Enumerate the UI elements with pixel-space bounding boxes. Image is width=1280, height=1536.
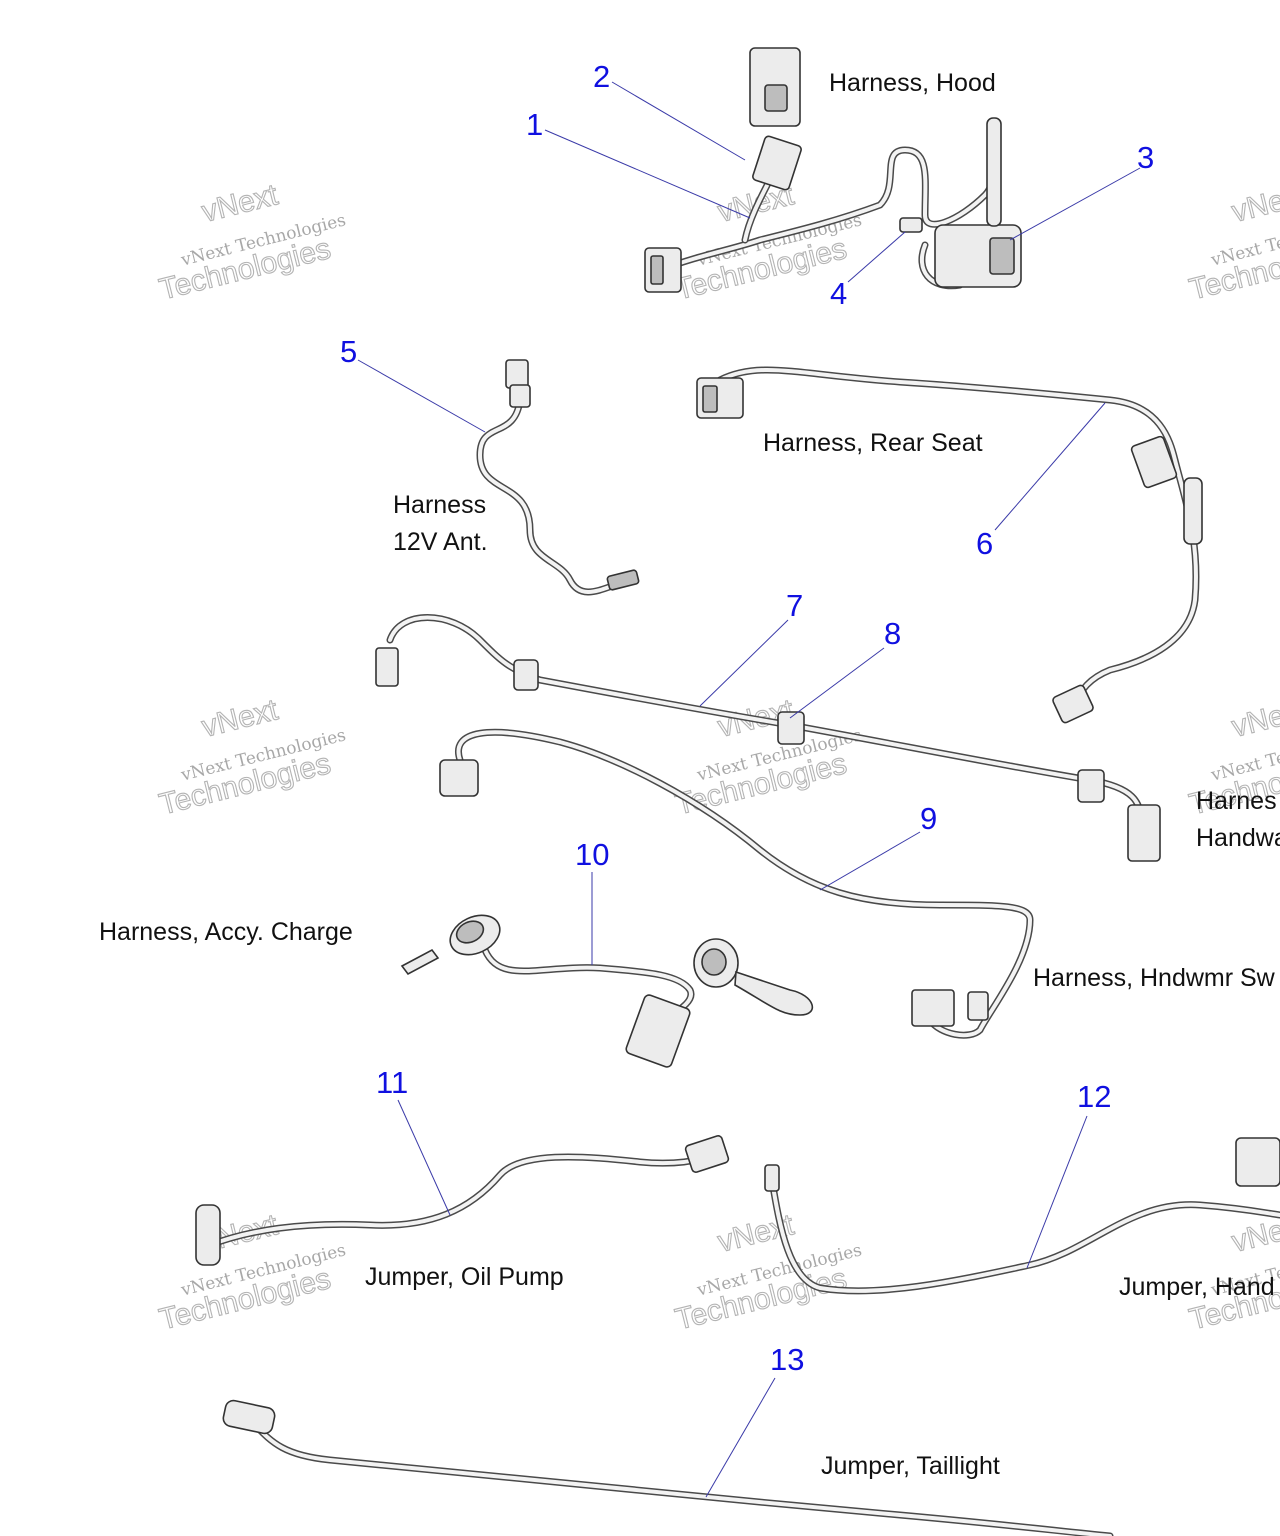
oil-pump-connector-right	[684, 1135, 730, 1173]
leader-6	[994, 402, 1106, 531]
label-harness-accy-charge: Harness, Accy. Charge	[99, 918, 353, 946]
hndwmr-connector-small	[967, 991, 989, 1021]
jumper-oil-pump-drawing	[195, 1135, 730, 1266]
hood-connector-left-pins	[650, 255, 664, 285]
handwarmer-clip-3	[1077, 769, 1105, 803]
leader-11	[397, 1099, 451, 1216]
leader-8	[789, 647, 885, 719]
hndwmr-connector-left	[439, 759, 479, 797]
harness-accy-charge-drawing	[400, 914, 814, 1068]
callout-2: 2	[593, 59, 610, 94]
leader-7	[699, 619, 789, 707]
callout-3: 3	[1137, 140, 1154, 175]
accy-socket-left-face	[455, 920, 485, 944]
hood-connector-latch	[764, 84, 788, 112]
jumper-hand-drawing	[764, 1137, 1280, 1295]
rear-seat-sleeve	[1183, 477, 1203, 545]
harness-handwarmer-drawing	[375, 614, 1161, 862]
harness-hood-drawing	[644, 47, 1022, 293]
handwarmer-clip-1	[513, 659, 539, 691]
hood-clip	[899, 217, 923, 233]
label-harness-handwarmer-line1: Harnes	[1196, 787, 1277, 815]
jumper-taillight-drawing	[222, 1399, 1114, 1536]
handwarmer-connector-left	[375, 647, 399, 687]
leader-12	[1026, 1115, 1088, 1269]
label-harness-hndwmr-sw: Harness, Hndwmr Sw	[1033, 964, 1276, 992]
callout-numbers: 1 2 3 4 5 6 7 8 9 10 11 12 13	[340, 59, 1154, 1377]
rear-seat-connector-end	[1052, 684, 1094, 724]
callout-5: 5	[340, 334, 357, 369]
leader-3	[1009, 167, 1141, 241]
leader-5	[357, 359, 486, 433]
handwarmer-connector-right	[1127, 804, 1161, 862]
label-harness-handwarmer-line2: Handwa	[1196, 824, 1280, 852]
callout-13: 13	[770, 1342, 804, 1377]
callout-6: 6	[976, 526, 993, 561]
handwarmer-clip-2	[777, 711, 805, 745]
oil-pump-connector-left	[195, 1204, 221, 1266]
hood-connector-mid	[752, 135, 802, 191]
accy-connector	[625, 994, 691, 1068]
callout-1: 1	[526, 107, 543, 142]
harness-hndwmr-sw-drawing	[439, 728, 1034, 1039]
label-harness-hood: Harness, Hood	[829, 69, 996, 97]
hndwmr-connector-right	[911, 989, 955, 1027]
callout-10: 10	[575, 837, 609, 872]
leader-13	[705, 1377, 776, 1498]
rear-seat-connector-mid	[1130, 435, 1178, 489]
label-jumper-hand: Jumper, Hand	[1119, 1273, 1275, 1301]
leader-lines	[357, 81, 1141, 1498]
accy-cap-right	[734, 970, 814, 1016]
leader-4	[847, 231, 906, 283]
label-harness-ant-line1: Harness	[393, 491, 486, 519]
harness-12v-ant-drawing	[476, 359, 640, 596]
callout-7: 7	[786, 588, 803, 623]
callout-4: 4	[830, 276, 847, 311]
ant-connector-end	[606, 569, 640, 591]
accy-cap-left	[400, 948, 440, 976]
leader-2	[611, 81, 746, 161]
callout-11: 11	[376, 1065, 408, 1100]
ant-connector-body	[509, 384, 531, 408]
hood-switch-face	[989, 237, 1015, 275]
jumper-hand-connector-left	[764, 1164, 780, 1192]
rear-seat-connector-pins	[702, 385, 718, 413]
part-labels: Harness, Hood Harness, Rear Seat Harness…	[99, 69, 1280, 1480]
harness-rear-seat-drawing	[696, 366, 1203, 724]
accy-socket-right-face	[701, 948, 727, 976]
watermark-brand: vNext	[199, 693, 282, 744]
hood-vertical-lead	[986, 117, 1002, 227]
leader-1	[544, 129, 751, 219]
label-harness-rear-seat: Harness, Rear Seat	[763, 429, 983, 457]
label-jumper-oil-pump: Jumper, Oil Pump	[365, 1263, 564, 1291]
ant-connector-top	[505, 359, 529, 389]
callout-8: 8	[884, 616, 901, 651]
callout-9: 9	[920, 801, 937, 836]
callout-12: 12	[1077, 1079, 1111, 1114]
jumper-hand-connector-right	[1235, 1137, 1280, 1187]
watermark-brand: vNext	[1229, 178, 1280, 229]
watermark-brand: vNext	[199, 178, 282, 229]
watermark-brand: vNext	[1229, 693, 1280, 744]
label-harness-ant-line2: 12V Ant.	[393, 528, 488, 556]
taillight-connector	[222, 1399, 276, 1435]
label-jumper-taillight: Jumper, Taillight	[821, 1452, 1000, 1480]
leader-9	[819, 831, 921, 891]
